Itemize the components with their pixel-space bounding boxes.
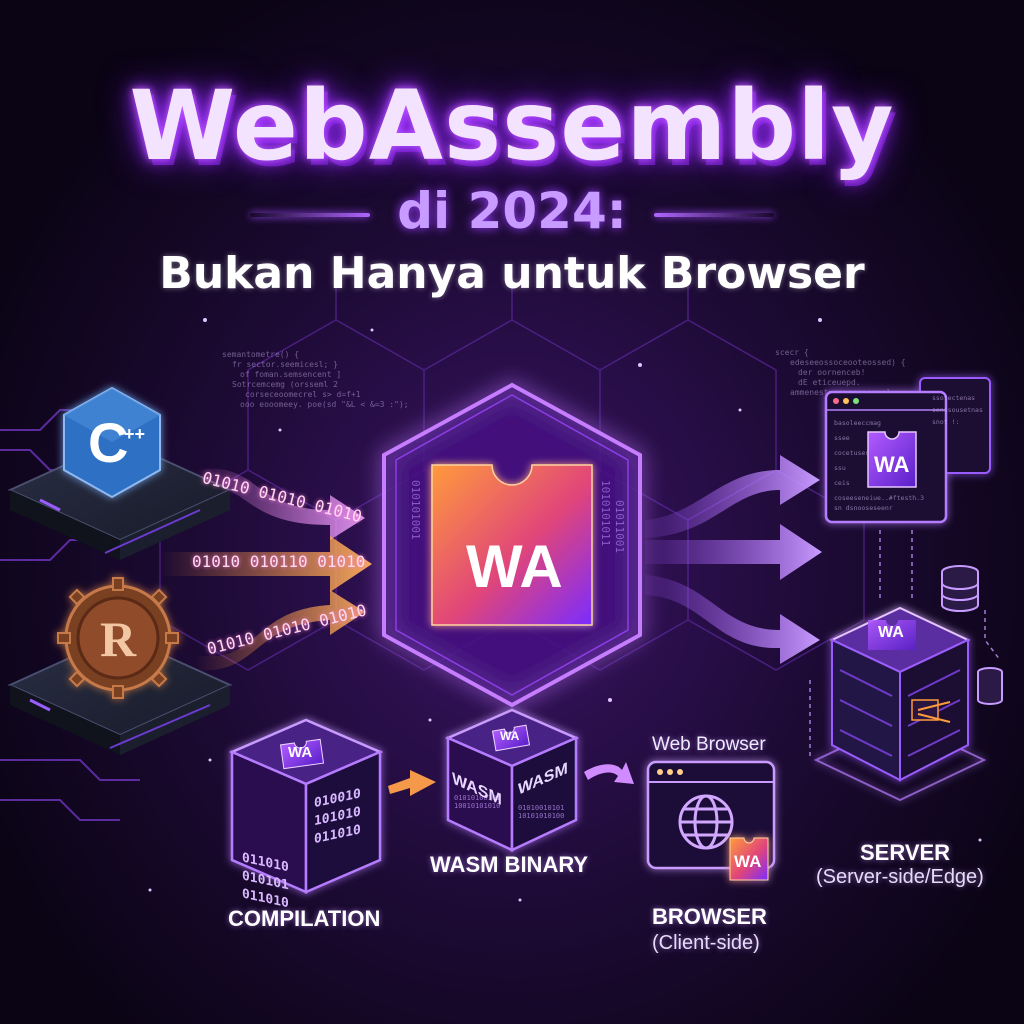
arrow-wasm-to-browser (584, 762, 634, 784)
compilation-cube (228, 718, 384, 894)
server-wa-logo-text: WA (878, 624, 904, 641)
cpp-logo (63, 386, 161, 499)
output-arrows (645, 455, 822, 664)
svg-text:10010101010: 10010101010 (454, 802, 500, 810)
globe-icon (678, 794, 734, 850)
compilation-wa-logo-text: WA (288, 744, 313, 761)
svg-text:sn dsnooseseenr: sn dsnooseseenr (834, 504, 893, 512)
rust-logo-letter: R (100, 611, 137, 667)
rust-logo (57, 577, 179, 699)
arrow-mid-in (160, 536, 372, 592)
svg-text:Sotrcemcemg (orsseml 2: Sotrcemcemg (orsseml 2 (232, 380, 338, 389)
svg-text:ssu: ssu (834, 464, 846, 472)
browser-wa-logo-text: WA (734, 852, 762, 871)
cpp-logo-plus: ++ (124, 424, 146, 444)
server-dashed-connectors (809, 530, 1001, 760)
svg-text:dE eticeuepd.: dE eticeuepd. (798, 378, 861, 387)
arrow-out-mid (645, 524, 822, 580)
binary-stream-mid: 01010 010110 01010 (192, 552, 366, 571)
wasm-wa-logo-text: WA (500, 729, 520, 743)
svg-text:edeseeossoceooteossed) {: edeseeossoceooteossed) { (790, 358, 906, 367)
page-title: WebAssembly (129, 70, 895, 182)
wasm-binary-label: WASM BINARY (430, 852, 589, 877)
svg-text:basoleeccmag: basoleeccmag (834, 419, 881, 427)
svg-text:senssousetnas: senssousetnas (932, 406, 983, 414)
svg-text:ooo eooomeey. poe(sd "&L < &=3: ooo eooomeey. poe(sd "&L < &=3 :"); (240, 400, 409, 409)
cpp-logo-letter: C (88, 411, 129, 474)
svg-text:coseeseneiue..#ftesth.3: coseeseneiue..#ftesth.3 (834, 494, 924, 502)
svg-text:cocetuses: cocetuses (834, 449, 869, 457)
svg-text:ssee: ssee (834, 434, 850, 442)
arrow-bottom-in (195, 590, 365, 671)
input-arrows (160, 468, 372, 671)
svg-text:010101001: 010101001 (409, 480, 422, 540)
svg-text:01010010101: 01010010101 (518, 804, 564, 812)
database-icon (941, 565, 1003, 705)
svg-text:of foman.semsencent ]: of foman.semsencent ] (240, 370, 341, 379)
editor-wa-logo-text: WA (874, 452, 910, 477)
hex-binary-rain: 010101001 1010101011 01011001 (409, 480, 626, 553)
center-wa-logo (431, 464, 593, 626)
svg-text:der oornenceb!: der oornenceb! (798, 368, 865, 377)
web-browser-caption: Web Browser (652, 734, 766, 755)
compilation-label: COMPILATION (228, 906, 381, 931)
svg-text:corseceoomecrel s> d=f+1: corseceoomecrel s> d=f+1 (245, 390, 361, 399)
sparkle-dots (148, 318, 982, 902)
svg-text:ssotectenas: ssotectenas (932, 394, 975, 402)
browser-sublabel: (Client-side) (652, 932, 760, 954)
browser-label: BROWSER (652, 904, 767, 929)
editor-code-lines: basoleeccmag ssee cocetuses ssu ceis cos… (834, 394, 983, 512)
arrow-top-in (195, 468, 365, 540)
arrow-out-top (645, 455, 820, 538)
svg-text:ceis: ceis (834, 479, 850, 487)
code-snippet-left: semantometre() { fr sector.seemicesl; } … (222, 350, 409, 409)
editor-windows (824, 377, 991, 524)
arrow-out-bottom (645, 575, 820, 664)
page-subtitle: di 2024: (397, 182, 627, 240)
server-tower (813, 606, 987, 802)
server-sublabel: (Server-side/Edge) (816, 866, 984, 888)
svg-text:10101010100: 10101010100 (518, 812, 564, 820)
svg-text:snot !:: snot !: (932, 418, 959, 426)
center-wa-logo-text: WA (466, 533, 563, 600)
browser-wa-badge (729, 837, 769, 881)
wasm-cube-binary: 01010100101 10010101010 01010010101 1010… (454, 794, 564, 820)
arrow-compile-to-wasm (388, 770, 436, 796)
wasm-cube (444, 708, 580, 852)
page-tagline: Bukan Hanya untuk Browser (159, 248, 865, 299)
svg-text:1010101011: 1010101011 (599, 480, 612, 546)
svg-text:01011001: 01011001 (613, 500, 626, 553)
subtitle-rule-left (250, 213, 370, 217)
svg-text:scecr {: scecr { (775, 348, 809, 357)
svg-text:01010100101: 01010100101 (454, 794, 500, 802)
server-label: SERVER (860, 840, 951, 865)
svg-text:semantometre() {: semantometre() { (222, 350, 299, 359)
svg-text:fr sector.seemicesl; }: fr sector.seemicesl; } (232, 360, 338, 369)
subtitle-rule-right (654, 213, 774, 217)
code-snippet-right: scecr { edeseeossoceooteossed) { der oor… (775, 348, 906, 397)
